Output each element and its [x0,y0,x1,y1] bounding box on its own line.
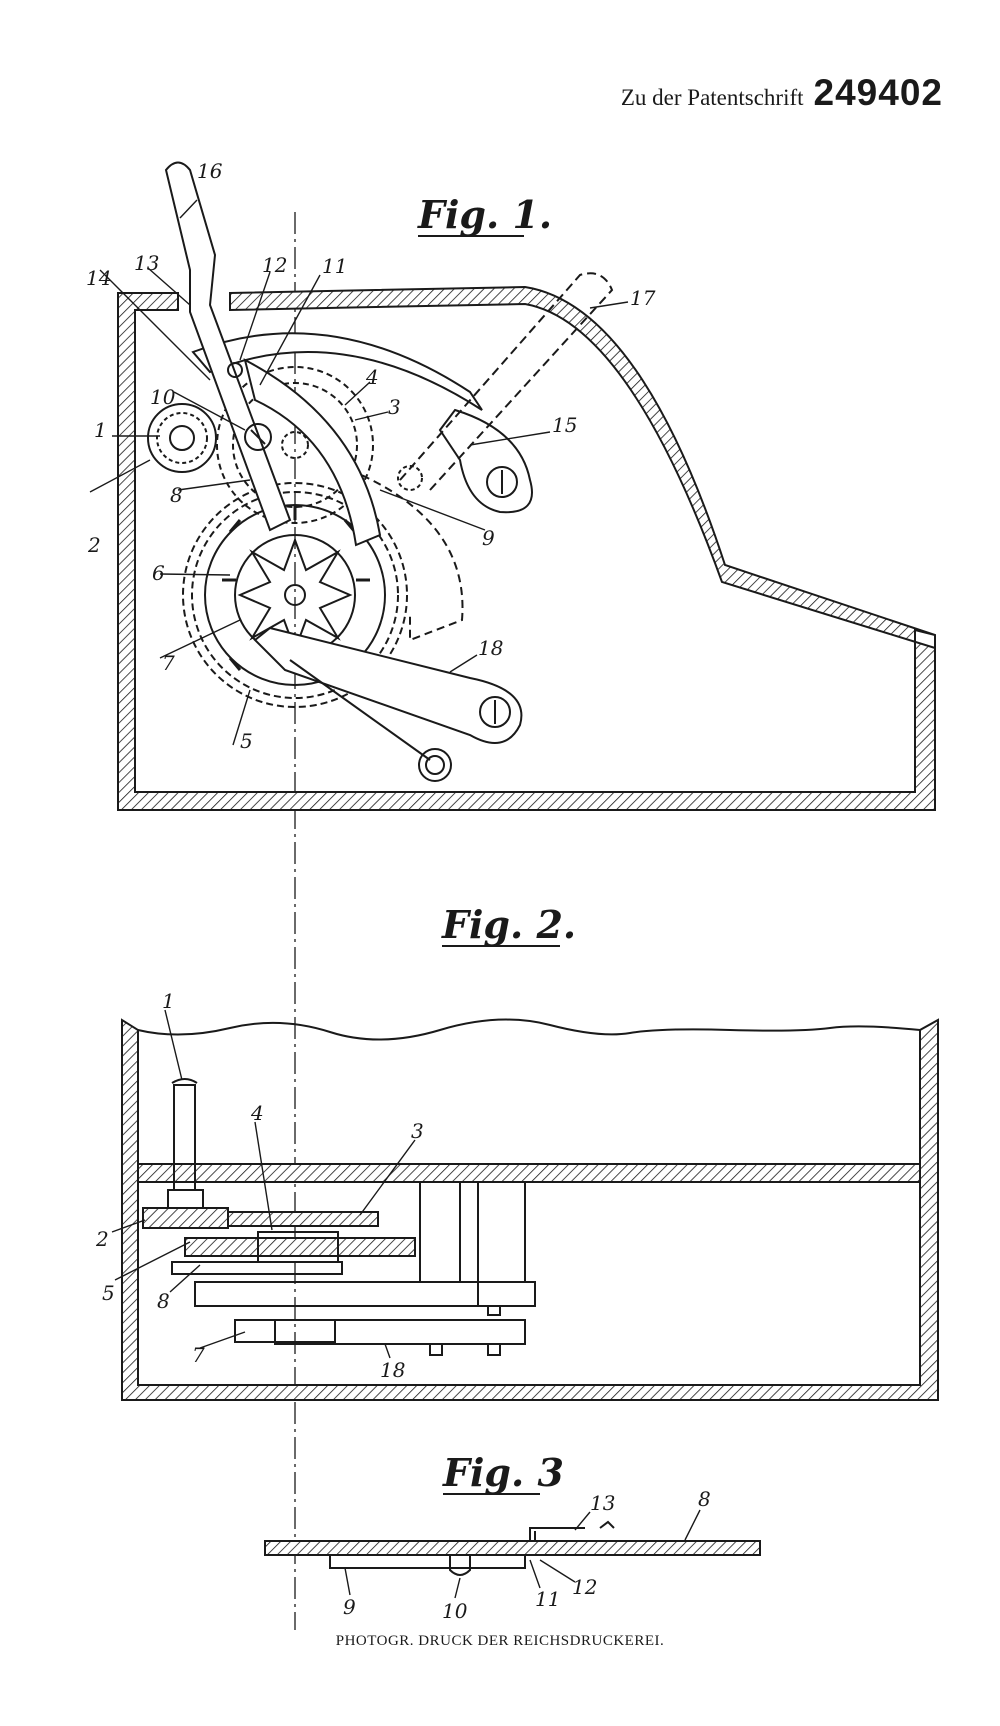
callout-fig1-13: 13 [134,251,159,275]
callout-fig1-5: 5 [240,729,253,753]
callout-fig1-11: 11 [322,254,347,278]
callout-fig1-4: 4 [365,365,379,389]
figure-2-title: Fig. 2. [441,902,576,947]
patent-header-label: Zu der Patentschrift [620,85,804,110]
callout-fig1-15: 15 [552,413,577,437]
patent-number: 249402 [813,72,943,113]
callout-fig1-8: 8 [170,483,183,507]
callout-fig2-1: 1 [162,989,175,1013]
figure-3: Fig. 3 [264,1450,761,1599]
callout-fig1-18: 18 [478,636,503,660]
callout-fig1-7: 7 [162,651,175,675]
callout-fig3-13: 13 [590,1491,615,1515]
callout-fig2-4: 4 [250,1101,264,1125]
callout-fig2-5: 5 [102,1281,115,1305]
pawl-arm-18 [253,626,523,744]
callout-fig1-10: 10 [150,385,176,409]
callout-fig1-2: 2 [87,533,101,557]
callout-fig1-6: 6 [152,561,165,585]
callout-fig1-17: 17 [630,286,656,310]
callout-fig2-8: 8 [157,1289,170,1313]
figure-3-title: Fig. 3 [442,1450,564,1495]
callout-fig3-12: 12 [572,1575,597,1599]
callout-fig1-9: 9 [482,526,495,550]
printer-credit: PHOTOGR. DRUCK DER REICHSDRUCKEREI. [335,1633,665,1649]
callout-fig2-2: 2 [95,1227,109,1251]
callout-fig3-10: 10 [442,1599,468,1623]
callout-fig1-3: 3 [388,395,401,419]
callout-fig2-3: 3 [411,1119,424,1143]
callout-fig3-8: 8 [698,1487,711,1511]
callout-fig1-16: 16 [197,159,223,183]
callout-fig1-1: 1 [94,418,107,442]
callout-numbers: 16 13 14 12 11 10 4 3 1 2 8 9 15 17 6 7 … [86,159,711,1623]
callout-fig1-14: 14 [86,266,111,290]
callout-fig3-11: 11 [535,1587,560,1611]
patent-header: Zu der Patentschrift 249402 [621,72,943,114]
callout-fig1-12: 12 [262,253,287,277]
figure-2: Fig. 2. [111,902,939,1401]
callout-fig2-7: 7 [192,1343,205,1367]
callout-fig2-18: 18 [380,1358,405,1382]
figure-1-title: Fig. 1. [417,192,552,237]
fig1-housing [117,285,936,811]
callout-fig3-9: 9 [343,1595,356,1619]
figure-1: Fig. 1. [89,161,936,811]
